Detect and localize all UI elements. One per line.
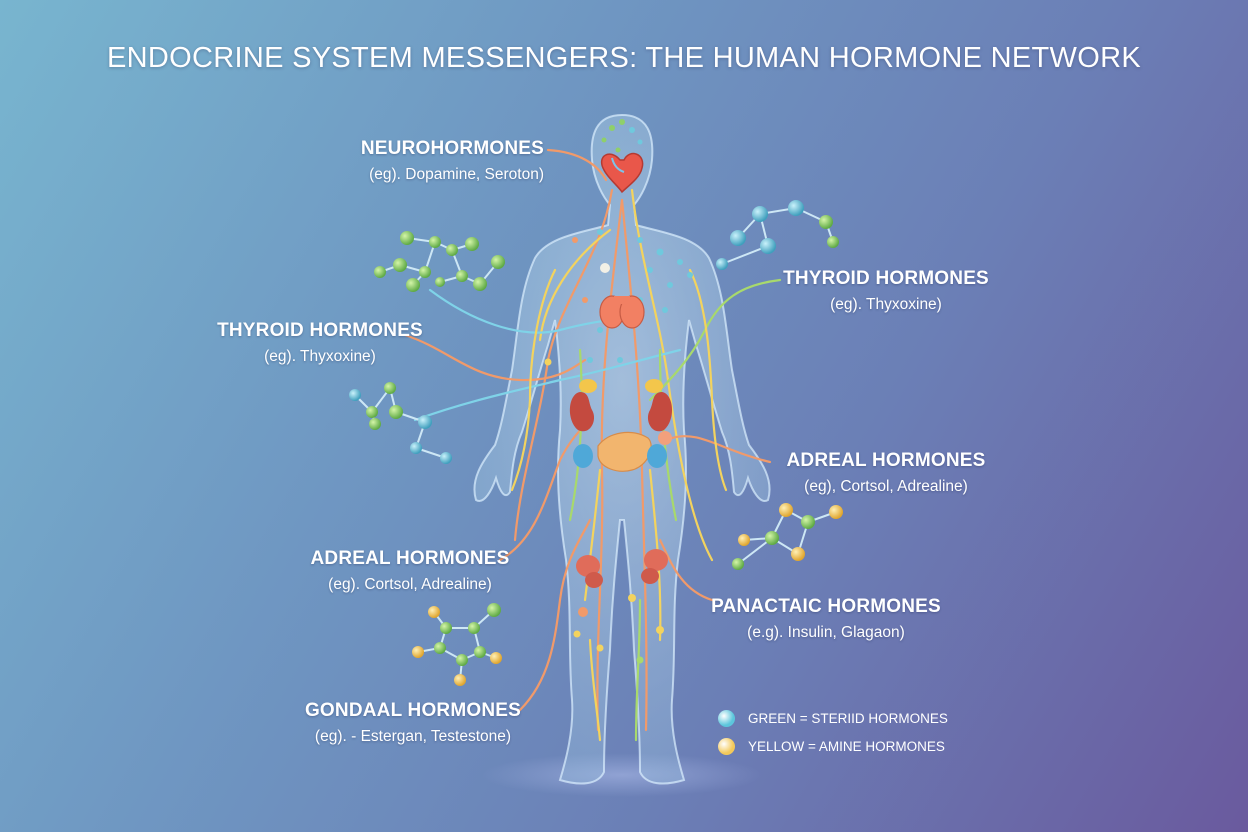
legend-dot-icon — [718, 709, 735, 727]
molecule-top-left — [374, 231, 505, 292]
label-neurohormones: NEUROHORMONES (eg). Dopamine, Seroton) — [361, 138, 544, 184]
label-thyroid-right: THYROID HORMONES (eg). Thyxoxine) — [772, 268, 1000, 314]
label-example: (eg). Cortsol, Adrealine) — [328, 576, 492, 593]
molecule-bottom-left — [412, 603, 502, 686]
label-name: THYROID HORMONES — [217, 320, 423, 341]
molecule-mid-left — [349, 382, 452, 464]
brain-heart-organ — [600, 152, 644, 194]
label-name: ADREAL HORMONES — [786, 450, 986, 471]
legend: GREEN = STERIID HORMONES YELLOW = AMINE … — [718, 704, 948, 760]
label-pancreatic: PANACTAIC HORMONES (e.g). Insulin, Glaga… — [706, 596, 946, 642]
label-adrenal-left: ADREAL HORMONES (eg). Cortsol, Adrealine… — [300, 548, 520, 594]
kidneys-organ — [569, 379, 673, 432]
label-name: GONDAAL HORMONES — [304, 700, 522, 721]
hormone-particles — [544, 119, 693, 664]
legend-dot-icon — [718, 737, 735, 755]
label-adrenal-right: ADREAL HORMONES (eg), Cortsol, Adrealine… — [776, 450, 996, 496]
pancreas-organ — [573, 431, 672, 472]
label-example: (eg), Cortsol, Adrealine) — [804, 478, 968, 495]
label-name: NEUROHORMONES — [360, 138, 544, 159]
label-example: (eg). - Estergan, Testestone) — [314, 728, 512, 745]
label-example: (eg). Dopamine, Seroton) — [369, 166, 544, 183]
legend-item-amine: YELLOW = AMINE HORMONES — [718, 732, 948, 760]
label-name: THYROID HORMONES — [783, 268, 989, 289]
label-example: (eg). Thyxoxine) — [830, 296, 942, 313]
gonads-organ — [576, 549, 668, 588]
legend-label: YELLOW = AMINE HORMONES — [748, 738, 945, 754]
page-title: ENDOCRINE SYSTEM MESSENGERS: THE HUMAN H… — [107, 42, 1141, 74]
legend-item-steroid: GREEN = STERIID HORMONES — [718, 704, 948, 732]
molecule-mid-right — [732, 503, 843, 570]
molecule-top-right — [716, 200, 839, 270]
label-example: (eg). Thyxoxine) — [264, 348, 376, 365]
label-name: ADREAL HORMONES — [310, 548, 510, 569]
legend-label: GREEN = STERIID HORMONES — [748, 710, 948, 726]
label-gonadal: GONDAAL HORMONES (eg). - Estergan, Teste… — [298, 700, 528, 746]
label-example: (e.g). Insulin, Glagaon) — [747, 624, 905, 641]
thyroid-organ — [599, 295, 645, 329]
label-name: PANACTAIC HORMONES — [711, 596, 941, 617]
label-thyroid-left: THYROID HORMONES (eg). Thyxoxine) — [206, 320, 434, 366]
floor-glow — [482, 753, 762, 797]
